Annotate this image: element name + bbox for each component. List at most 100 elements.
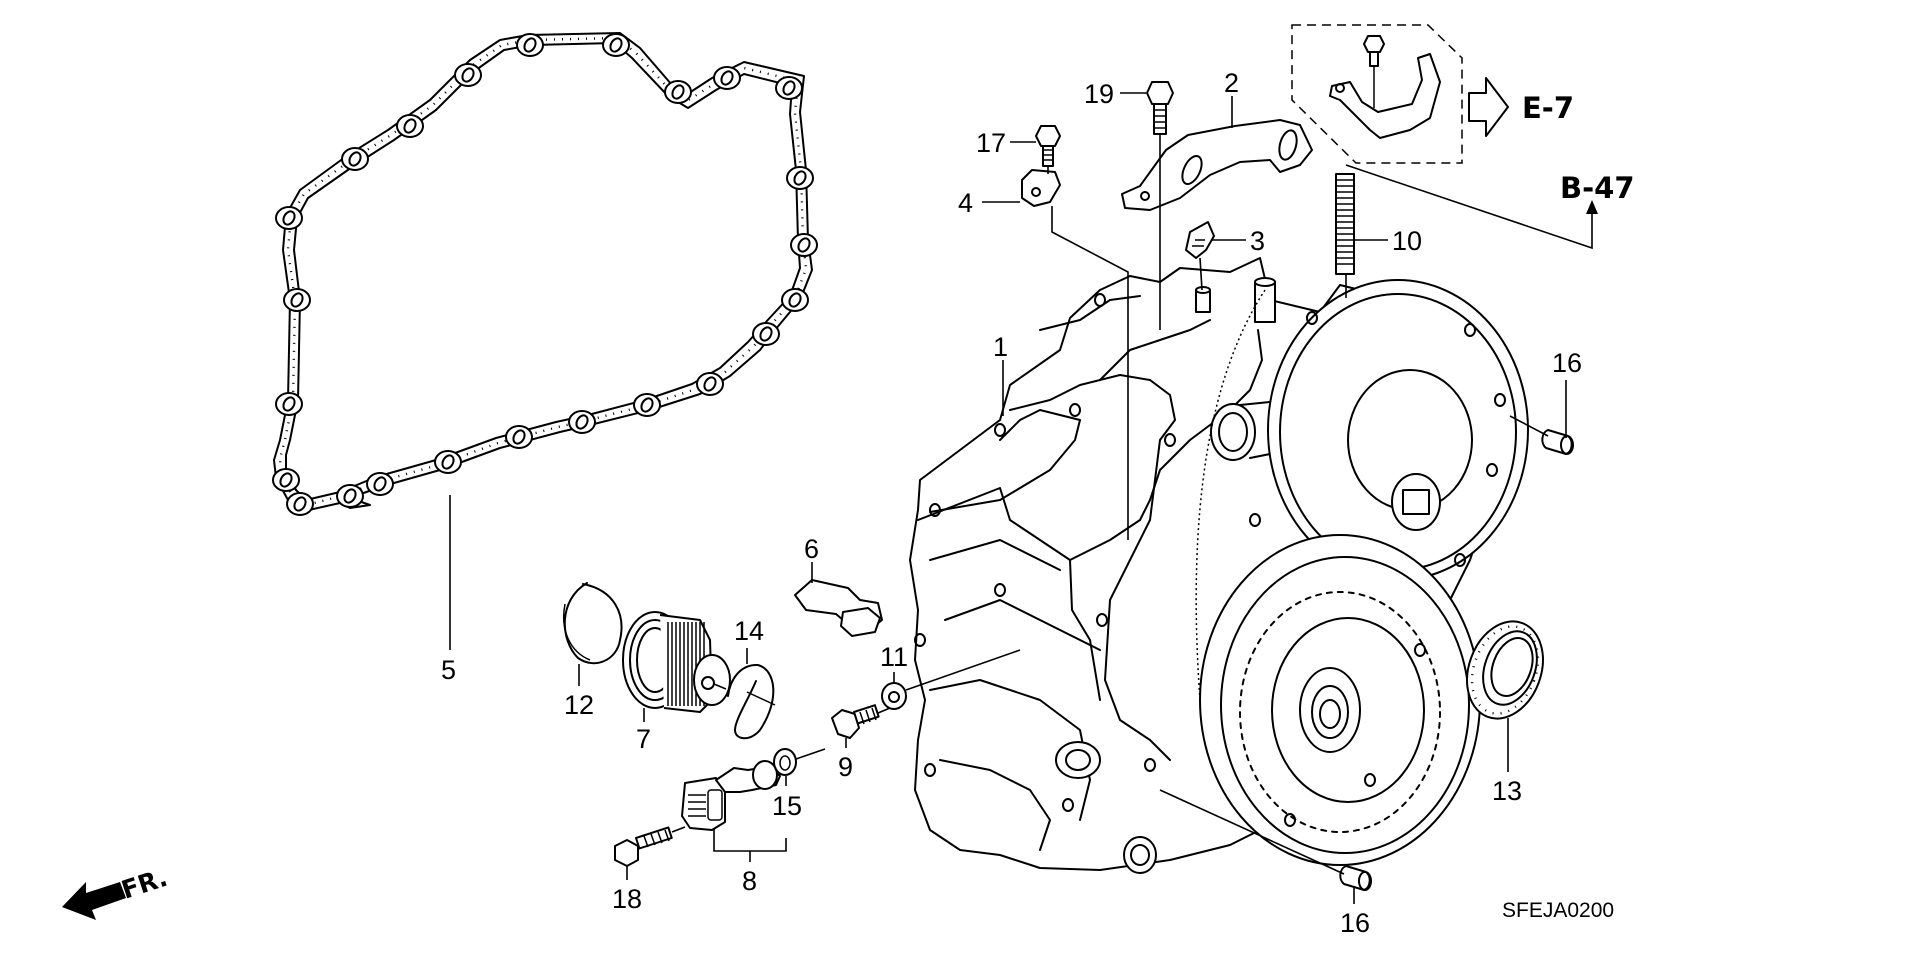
gasket-bolt-hole-inner	[512, 429, 526, 445]
gasket-bolt-hole	[786, 166, 814, 190]
bolt-part-19[interactable]	[1146, 81, 1174, 135]
callout-9[interactable]: 9	[838, 752, 853, 782]
housing-bolt-boss	[1464, 323, 1476, 337]
stud-part-10[interactable]	[1335, 173, 1355, 275]
oil-seal-part-13[interactable]	[1454, 611, 1556, 730]
housing-bolt-boss	[1096, 613, 1108, 627]
gasket-bolt-hole	[275, 206, 303, 230]
gasket-bolt-hole	[454, 63, 482, 87]
gasket-bolt-hole	[283, 288, 311, 312]
callout-8[interactable]: 8	[742, 866, 757, 896]
callout-16-lower[interactable]: 16	[1340, 908, 1370, 938]
atf-filter-part-7[interactable]	[622, 611, 731, 713]
callout-15[interactable]: 15	[772, 791, 802, 821]
housing-bolt-boss	[1414, 643, 1426, 657]
gasket-bolt-hole-inner	[461, 67, 475, 83]
housing-bolt-boss	[1486, 463, 1498, 477]
bracket-part-4[interactable]	[1021, 169, 1061, 207]
gasket-bolt-hole	[434, 450, 462, 474]
diagram-code: SFEJA0200	[1502, 899, 1614, 922]
snap-ring-part-14[interactable]	[727, 663, 776, 740]
bolt-part-17[interactable]	[1035, 125, 1061, 167]
gasket-bolt-hole	[696, 372, 724, 396]
callout-13[interactable]: 13	[1492, 776, 1522, 806]
callout-18[interactable]: 18	[612, 884, 642, 914]
housing-bolt-boss	[994, 583, 1006, 597]
ref-label-e7[interactable]: E-7	[1522, 91, 1574, 125]
ref-arrow-e7[interactable]: E-7	[1468, 77, 1574, 137]
gasket-bolt-hole-inner	[575, 414, 589, 430]
front-label: FR.	[118, 863, 171, 905]
ref-arrow-b47[interactable]: B-47	[1345, 164, 1635, 250]
drain-bolt-part-9[interactable]	[831, 704, 891, 739]
gasket-bolt-hole-inner	[373, 476, 387, 492]
gasket-part-5[interactable]	[272, 32, 818, 516]
gasket-bolt-hole	[396, 114, 424, 138]
callout-14[interactable]: 14	[734, 616, 764, 646]
callout-10[interactable]: 10	[1392, 226, 1422, 256]
gasket-bolt-hole-inner	[290, 292, 304, 308]
inset-box-e7	[1291, 24, 1463, 164]
callout-3[interactable]: 3	[1250, 226, 1265, 256]
clip-part-3[interactable]	[1185, 221, 1215, 291]
gasket-bolt-hole-inner	[720, 70, 734, 86]
gasket-bolt-hole-inner	[797, 237, 811, 253]
front-direction-indicator: FR.	[62, 863, 171, 920]
gasket-bolt-hole	[752, 322, 780, 346]
gasket-bolt-hole	[602, 33, 630, 57]
callout-12[interactable]: 12	[564, 690, 594, 720]
callout-5[interactable]: 5	[441, 655, 456, 685]
washer-part-11[interactable]	[881, 649, 1021, 710]
magnet-plate-part-6[interactable]	[794, 579, 883, 637]
gasket-bolt-hole-inner	[793, 170, 807, 186]
callout-19[interactable]: 19	[1084, 79, 1114, 109]
gasket-bolt-hole	[790, 233, 818, 257]
gasket-bolt-hole	[664, 80, 692, 104]
housing-bolt-boss	[1144, 758, 1156, 772]
temp-sensor-part-8[interactable]	[681, 760, 781, 831]
gasket-bolt-hole-inner	[279, 472, 293, 488]
front-arrow-icon	[62, 882, 126, 920]
housing-bolt-boss	[1364, 773, 1376, 787]
gasket-bolt-hole-inner	[788, 292, 802, 308]
housing-bolt-boss	[1249, 513, 1261, 527]
callout-2[interactable]: 2	[1224, 68, 1239, 98]
gasket-bolt-hole	[568, 410, 596, 434]
gasket-bolt-hole-inner	[703, 376, 717, 392]
transmission-housing-part-1[interactable]	[909, 257, 1529, 874]
housing-bolt-boss	[1284, 813, 1296, 827]
callout-labels: 1 2 3 4 5 6 7 8 9 10 11 12 13 14 15 16 1…	[441, 68, 1582, 938]
housing-bolt-boss	[994, 423, 1006, 437]
gasket-bolt-hole-inner	[293, 496, 307, 512]
housing-bolt-boss	[1062, 798, 1074, 812]
gasket-bolt-hole-inner	[759, 326, 773, 342]
gasket-bolt-hole	[775, 76, 803, 100]
o-ring-part-15[interactable]	[773, 748, 826, 776]
callout-7[interactable]: 7	[636, 724, 651, 754]
housing-bolt-boss	[1306, 311, 1318, 325]
snap-ring-part-12[interactable]	[563, 582, 623, 665]
callout-6[interactable]: 6	[804, 534, 819, 564]
gasket-bolt-hole-inner	[782, 80, 796, 96]
gasket-bolt-hole-inner	[671, 84, 685, 100]
gasket-bolt-hole-inner	[282, 396, 296, 412]
leader-lines	[449, 92, 1567, 904]
housing-bolt-boss	[1164, 433, 1176, 447]
bolt-part-18[interactable]	[614, 826, 686, 867]
dowel-pin-part-16-upper[interactable]	[1541, 429, 1574, 455]
housing-bolt-boss	[1494, 393, 1506, 407]
gasket-bolt-hole-inner	[609, 37, 623, 53]
housing-bolt-boss	[924, 763, 936, 777]
callout-4[interactable]: 4	[958, 188, 973, 218]
dowel-pin-part-16-lower[interactable]	[1339, 865, 1372, 891]
housing-bolt-boss	[1069, 403, 1081, 417]
gasket-bolt-hole-inner	[640, 397, 654, 413]
callout-17[interactable]: 17	[976, 128, 1006, 158]
callout-1[interactable]: 1	[993, 332, 1008, 362]
callout-16-upper[interactable]: 16	[1552, 348, 1582, 378]
callout-11[interactable]: 11	[880, 642, 908, 672]
gasket-bolt-hole	[713, 66, 741, 90]
ref-label-b47[interactable]: B-47	[1560, 171, 1635, 205]
bracket-part-2[interactable]	[1121, 119, 1313, 211]
